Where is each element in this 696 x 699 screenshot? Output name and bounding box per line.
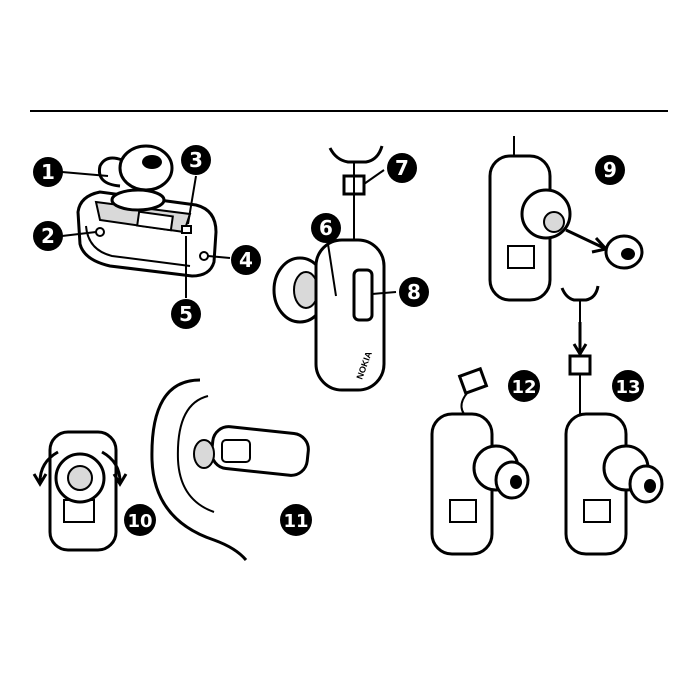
fig12-earbud-hole [510,475,522,489]
figure-lanyard-final [562,286,662,554]
svg-text:6: 6 [319,216,333,240]
callout-5: 5 [171,299,201,329]
figure-wear-in-ear [152,380,310,560]
callout-2: 2 [33,221,63,251]
earbud [120,146,172,190]
worn-headset-key [222,440,250,462]
svg-text:9: 9 [603,158,617,182]
figure-headset-lanyard: NOKIA [274,146,396,390]
callout-11: 11 [280,504,312,536]
earpiece-base [112,190,164,210]
fig13-window [584,500,610,522]
callout-9: 9 [595,155,625,185]
callout-6: 6 [311,213,341,243]
svg-text:13: 13 [615,377,640,398]
callout-4: 4 [231,245,261,275]
fig9-base-inner [544,212,564,232]
svg-text:1: 1 [41,160,55,184]
fig10-earpiece-inner [68,466,92,490]
callout-10: 10 [124,504,156,536]
svg-text:11: 11 [283,511,308,532]
worn-headset-earpiece [194,440,214,468]
svg-text:3: 3 [189,148,203,172]
front-key [354,270,372,320]
lanyard-hook [330,146,382,162]
callout-8: 8 [399,277,429,307]
svg-text:7: 7 [395,156,409,180]
callout-3: 3 [181,145,211,175]
side-earbud-inner [294,272,318,308]
fig13-clip [570,356,590,374]
svg-text:2: 2 [41,224,55,248]
ear-loop [99,158,122,186]
fig9-window [508,246,534,268]
callout-1: 1 [33,157,63,187]
callout-7: 7 [387,153,417,183]
fig13-earbud-hole [644,479,656,493]
svg-text:5: 5 [179,302,193,326]
svg-text:4: 4 [239,248,253,272]
power-key [96,228,104,236]
fig9-arrow [566,230,606,252]
fig13-arrow [574,322,586,354]
leader-7 [364,170,384,184]
callout-12: 12 [508,370,540,402]
fig9-loose-earbud-hole [621,248,635,260]
volume-key [182,226,191,233]
fig13-hook [562,286,598,300]
svg-text:8: 8 [407,280,421,304]
front-body [316,240,384,390]
fig9-base [522,190,570,238]
fig12-clip [460,369,487,393]
svg-text:12: 12 [511,377,536,398]
figure-rotate-earpiece [34,432,126,550]
charger-port [200,252,208,260]
svg-text:10: 10 [127,511,152,532]
earbud-opening [142,155,162,169]
callout-13: 13 [612,370,644,402]
fig12-window [450,500,476,522]
